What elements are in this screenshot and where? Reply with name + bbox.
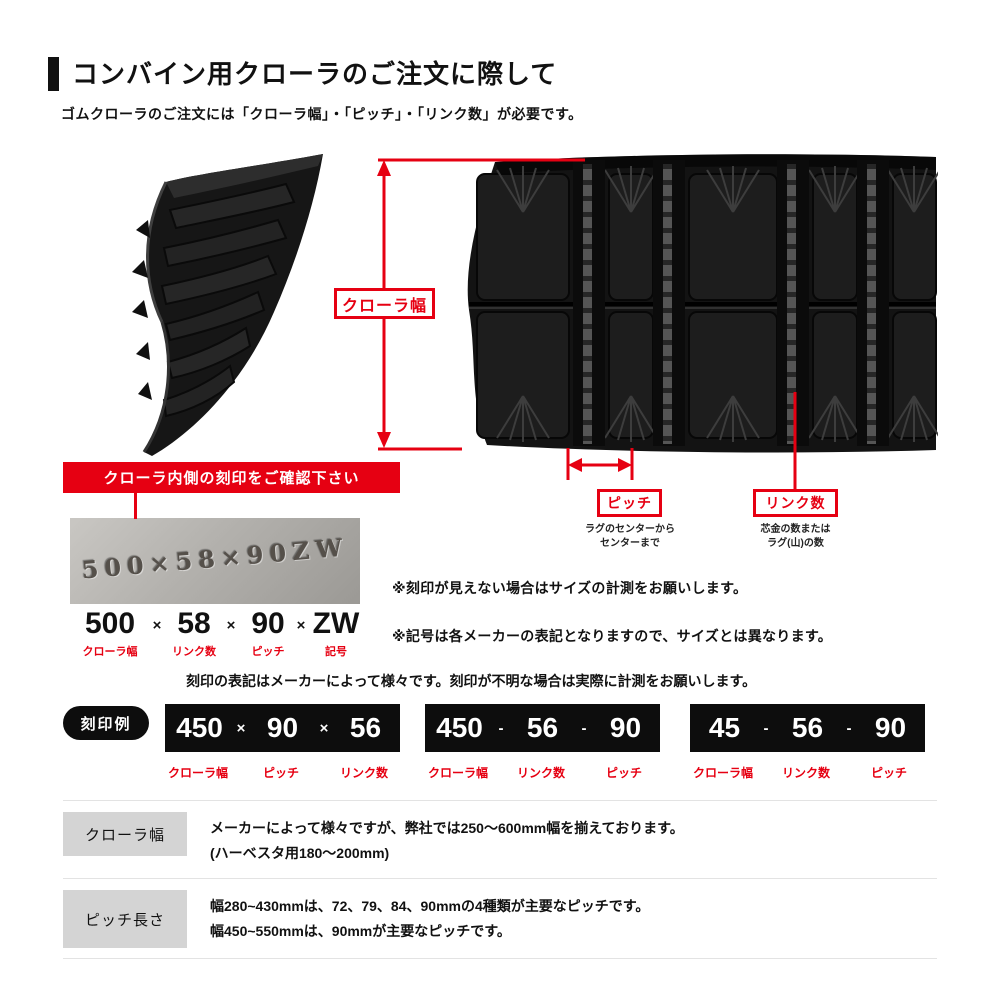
example-separator: - — [763, 719, 769, 737]
formula-link-value: 58 — [177, 607, 211, 640]
info-row-pitch-text: 幅280~430mmは、72、79、84、90mmの4種類が主要なピッチです。 … — [210, 894, 649, 944]
info-row-width-line2: (ハーベスタ用180〜200mm) — [210, 845, 390, 861]
example-values: 450 - 56 - 90 — [425, 704, 660, 752]
info-row-pitch-label: ピッチ長さ — [63, 890, 187, 948]
divider — [63, 958, 937, 959]
info-row-pitch-line1: 幅280~430mmは、72、79、84、90mmの4種類が主要なピッチです。 — [210, 898, 650, 914]
formula-separator: × — [296, 617, 306, 634]
title-accent-bar — [48, 57, 59, 91]
examples-intro: 刻印の表記はメーカーによって様々です。刻印が不明な場合は実際に計測をお願いします… — [186, 673, 757, 689]
stamp-banner: クローラ内側の刻印をご確認下さい — [63, 462, 400, 493]
example-value: 56 — [791, 712, 824, 743]
examples-badge: 刻印例 — [63, 706, 149, 740]
example-label: ピッチ — [605, 766, 642, 780]
example-value: 56 — [526, 712, 559, 743]
page-header: コンバイン用クローラのご注文に際して — [48, 57, 557, 91]
example-separator: - — [498, 719, 504, 737]
example-value: 56 — [349, 712, 382, 743]
page-subtitle: ゴムクローラのご注文には「クローラ幅」・「ピッチ」・「リンク数」が必要です。 — [61, 106, 583, 122]
example-labels: クローラ幅 ピッチ リンク数 — [165, 764, 400, 781]
formula-pitch-label: ピッチ — [251, 646, 285, 658]
pitch-label: ピッチ — [597, 489, 662, 517]
example-values: 45 - 56 - 90 — [690, 704, 925, 752]
example-value: 90 — [609, 712, 642, 743]
example-labels: クローラ幅 リンク数 ピッチ — [690, 764, 925, 781]
example-labels: クローラ幅 リンク数 ピッチ — [425, 764, 660, 781]
formula-separator: × — [226, 617, 236, 634]
pitch-note: ラグのセンターから センターまで — [585, 524, 675, 549]
stamp-example: 450 - 56 - 90 クローラ幅 リンク数 ピッチ — [425, 704, 660, 781]
example-label: クローラ幅 — [167, 766, 228, 780]
example-separator: - — [581, 719, 587, 737]
example-label: リンク数 — [339, 766, 388, 780]
note-symbol: ※記号は各メーカーの表記となりますので、サイズとは異なります。 — [392, 628, 833, 644]
divider — [63, 800, 937, 801]
stamp-formula: 500 クローラ幅 × 58 リンク数 × 90 ピッチ × ZW 記号 — [74, 608, 364, 659]
info-row-width-text: メーカーによって様々ですが、弊社では250〜600mm幅を揃えております。 (ハ… — [210, 816, 684, 866]
page-title: コンバイン用クローラのご注文に際して — [72, 59, 558, 89]
example-value: 45 — [708, 712, 741, 743]
example-separator: - — [846, 719, 852, 737]
example-label: リンク数 — [516, 766, 565, 780]
example-value: 90 — [266, 712, 299, 743]
stamp-photo-text: 500×58×90ZW — [80, 532, 350, 585]
info-row-width-label: クローラ幅 — [63, 812, 187, 856]
info-row-pitch-line2: 幅450~550mmは、90mmが主要なピッチです。 — [210, 923, 511, 939]
formula-link-label: リンク数 — [172, 646, 216, 658]
formula-separator: × — [152, 617, 162, 634]
formula-width-value: 500 — [84, 607, 136, 640]
example-label: クローラ幅 — [427, 766, 488, 780]
link-count-label: リンク数 — [753, 489, 838, 517]
example-separator: × — [319, 719, 329, 737]
example-label: リンク数 — [781, 766, 830, 780]
example-label: ピッチ — [870, 766, 907, 780]
formula-width-label: クローラ幅 — [82, 646, 138, 658]
crawler-inner-photo — [467, 154, 938, 453]
formula-symbol-value: ZW — [312, 607, 360, 640]
link-count-note: 芯金の数または ラグ(山)の数 — [760, 524, 831, 549]
divider — [63, 878, 937, 879]
example-label: ピッチ — [262, 766, 299, 780]
crawler-corner-photo — [132, 154, 323, 456]
formula-symbol-label: 記号 — [325, 646, 347, 658]
info-row-width-line1: メーカーによって様々ですが、弊社では250〜600mm幅を揃えております。 — [210, 820, 684, 836]
formula-pitch-value: 90 — [251, 607, 285, 640]
example-value: 450 — [176, 712, 223, 743]
example-value: 450 — [436, 712, 483, 743]
example-value: 90 — [874, 712, 907, 743]
stamp-photo: 500×58×90ZW — [70, 518, 360, 604]
note-measure: ※刻印が見えない場合はサイズの計測をお願いします。 — [392, 580, 748, 596]
example-values: 450 × 90 × 56 — [165, 704, 400, 752]
example-separator: × — [236, 719, 246, 737]
stamp-example: 45 - 56 - 90 クローラ幅 リンク数 ピッチ — [690, 704, 925, 781]
example-label: クローラ幅 — [692, 766, 753, 780]
stamp-example: 450 × 90 × 56 クローラ幅 ピッチ リンク数 — [165, 704, 400, 781]
crawler-width-label: クローラ幅 — [334, 288, 435, 319]
stamp-banner-pointer — [134, 492, 137, 519]
